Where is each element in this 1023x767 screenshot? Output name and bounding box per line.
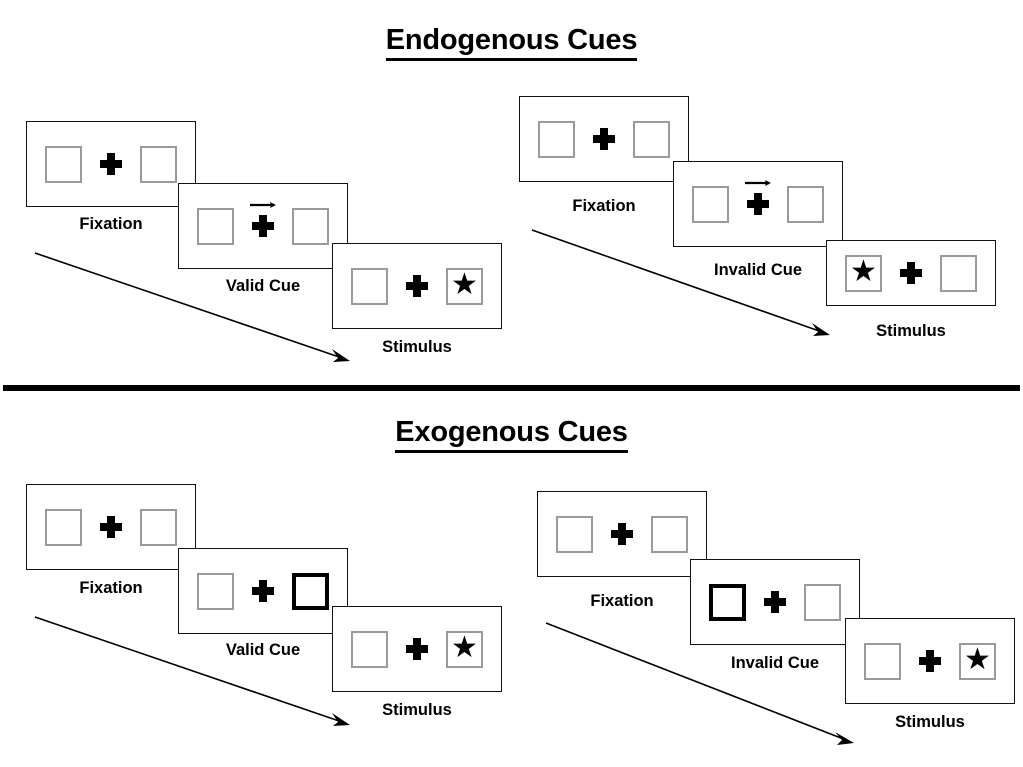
frame-content	[674, 162, 842, 246]
left-box	[351, 630, 388, 668]
frame-exogenous-valid-fixation[interactable]	[26, 484, 196, 570]
left-box	[556, 515, 593, 553]
fixation-cross-icon	[593, 128, 615, 150]
label-exogenous-valid-fixation: Fixation	[79, 579, 143, 597]
arrow-right-icon	[250, 202, 276, 208]
label-endogenous-valid-fixation: Fixation	[79, 215, 143, 233]
label-exogenous-invalid-stimulus: Stimulus	[895, 713, 965, 731]
right-box: ★	[446, 267, 483, 305]
time-flow-arrow-exogenous-invalid	[545, 622, 854, 745]
label-exogenous-invalid-cue: Invalid Cue	[730, 654, 820, 672]
right-box: ★	[446, 630, 483, 668]
left-box	[864, 642, 901, 680]
frame-content	[179, 184, 347, 268]
frame-endogenous-valid-stimulus[interactable]: ★	[332, 243, 502, 329]
frame-content	[179, 549, 347, 633]
label-exogenous-invalid-fixation: Fixation	[590, 592, 654, 610]
fixation-cross-icon	[611, 523, 633, 545]
section-title-exogenous: Exogenous Cues	[0, 416, 1023, 453]
frame-content	[538, 492, 706, 576]
right-box	[651, 515, 688, 553]
frame-content	[27, 122, 195, 206]
left-box	[197, 207, 234, 245]
frame-content: ★	[846, 619, 1014, 703]
label-exogenous-valid-stimulus: Stimulus	[382, 701, 452, 719]
frame-content	[27, 485, 195, 569]
label-endogenous-valid-cue: Valid Cue	[225, 277, 301, 295]
frame-endogenous-invalid-stimulus[interactable]: ★	[826, 240, 996, 306]
section-divider	[3, 385, 1020, 391]
fixation-cross-icon	[900, 262, 922, 284]
time-flow-arrow-endogenous-invalid	[531, 229, 830, 336]
frame-exogenous-valid-stimulus[interactable]: ★	[332, 606, 502, 692]
right-box-cued	[292, 572, 329, 610]
fixation-cross-icon	[406, 275, 428, 297]
frame-endogenous-invalid-fixation[interactable]	[519, 96, 689, 182]
frame-endogenous-valid-cue[interactable]	[178, 183, 348, 269]
right-box: ★	[959, 642, 996, 680]
left-box	[45, 145, 82, 183]
right-box	[633, 120, 670, 158]
right-box	[804, 583, 841, 621]
right-box	[140, 145, 177, 183]
frame-exogenous-valid-cue[interactable]	[178, 548, 348, 634]
section-title-exogenous-text: Exogenous Cues	[395, 416, 628, 453]
arrow-right-icon	[745, 180, 771, 186]
left-box	[538, 120, 575, 158]
frame-exogenous-invalid-stimulus[interactable]: ★	[845, 618, 1015, 704]
frame-content: ★	[827, 241, 995, 305]
frame-content	[691, 560, 859, 644]
frame-content: ★	[333, 244, 501, 328]
fixation-cross-icon	[745, 180, 771, 215]
frame-exogenous-invalid-fixation[interactable]	[537, 491, 707, 577]
left-box	[45, 508, 82, 546]
left-box	[351, 267, 388, 305]
frame-content: ★	[333, 607, 501, 691]
fixation-cross-icon	[919, 650, 941, 672]
fixation-cross-icon	[100, 153, 122, 175]
left-box	[197, 572, 234, 610]
frame-endogenous-valid-fixation[interactable]	[26, 121, 196, 207]
label-endogenous-invalid-cue: Invalid Cue	[713, 261, 803, 279]
left-box-cued	[709, 583, 746, 621]
frame-endogenous-invalid-cue[interactable]	[673, 161, 843, 247]
star-icon: ★	[850, 255, 877, 288]
frame-content	[520, 97, 688, 181]
fixation-cross-icon	[764, 591, 786, 613]
time-flow-arrow-exogenous-valid	[34, 616, 350, 726]
star-icon: ★	[964, 643, 991, 676]
label-endogenous-valid-stimulus: Stimulus	[382, 338, 452, 356]
fixation-cross-icon	[406, 638, 428, 660]
time-flow-arrow-endogenous-valid	[34, 252, 350, 362]
label-endogenous-invalid-fixation: Fixation	[572, 197, 636, 215]
section-title-endogenous-text: Endogenous Cues	[385, 24, 637, 61]
section-title-endogenous: Endogenous Cues	[0, 24, 1023, 61]
left-box	[692, 185, 729, 223]
label-exogenous-valid-cue: Valid Cue	[225, 641, 301, 659]
right-box	[787, 185, 824, 223]
star-icon: ★	[451, 268, 478, 301]
right-box	[292, 207, 329, 245]
fixation-cross-icon	[250, 202, 276, 237]
right-box	[140, 508, 177, 546]
frame-exogenous-invalid-cue[interactable]	[690, 559, 860, 645]
fixation-cross-icon	[100, 516, 122, 538]
label-endogenous-invalid-stimulus: Stimulus	[876, 322, 946, 340]
fixation-cross-icon	[252, 580, 274, 602]
left-box: ★	[845, 254, 882, 292]
star-icon: ★	[451, 631, 478, 664]
right-box	[940, 254, 977, 292]
